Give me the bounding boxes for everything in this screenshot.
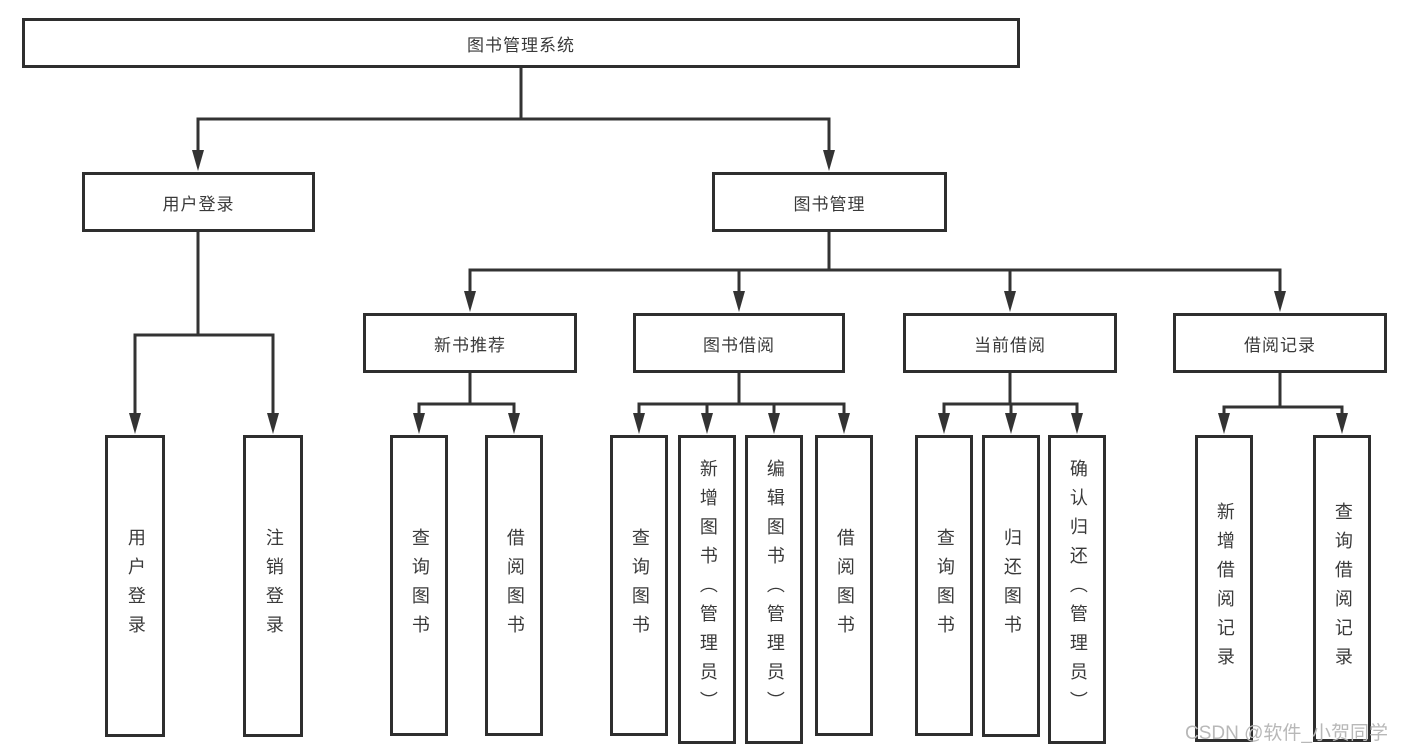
node-user-login-label: 用户登录 [162, 194, 235, 214]
leaf-user-login-label: 用户登录 [125, 528, 146, 644]
leaf-logout: 注销登录 [243, 435, 303, 737]
csdn-watermark: CSDN @软件_小贺同学 [1185, 723, 1388, 744]
leaf-bb-query-books: 查询图书 [610, 435, 668, 736]
leaf-bb-borrow-books-label: 借阅图书 [834, 527, 855, 644]
leaf-nb-borrow-books-label: 借阅图书 [504, 527, 525, 644]
leaf-br-query-record: 查询借阅记录 [1313, 435, 1371, 742]
leaf-bb-edit-books-label: 编辑图书（管理员） [764, 459, 785, 720]
leaf-cb-return-books-label: 归还图书 [1001, 528, 1022, 644]
leaf-cb-query-books-label: 查询图书 [934, 527, 955, 644]
node-root: 图书管理系统 [22, 18, 1020, 68]
node-current-borrow: 当前借阅 [903, 313, 1117, 373]
leaf-nb-query-books-label: 查询图书 [409, 527, 430, 644]
node-user-login: 用户登录 [82, 172, 315, 232]
node-new-books-label: 新书推荐 [434, 335, 506, 355]
node-current-borrow-label: 当前借阅 [974, 335, 1046, 355]
leaf-nb-borrow-books: 借阅图书 [485, 435, 543, 736]
leaf-cb-query-books: 查询图书 [915, 435, 973, 736]
leaf-logout-label: 注销登录 [263, 528, 284, 644]
leaf-bb-add-books-label: 新增图书（管理员） [697, 459, 718, 720]
leaf-user-login: 用户登录 [105, 435, 165, 737]
node-new-books: 新书推荐 [363, 313, 577, 373]
leaf-br-query-record-label: 查询借阅记录 [1332, 501, 1353, 676]
node-borrow-records: 借阅记录 [1173, 313, 1387, 373]
node-book-mgmt: 图书管理 [712, 172, 947, 232]
leaf-bb-borrow-books: 借阅图书 [815, 435, 873, 736]
leaf-br-add-record-label: 新增借阅记录 [1214, 501, 1235, 676]
leaf-br-add-record: 新增借阅记录 [1195, 435, 1253, 742]
node-book-borrow-label: 图书借阅 [703, 335, 775, 355]
node-book-mgmt-label: 图书管理 [793, 194, 866, 214]
node-book-borrow: 图书借阅 [633, 313, 845, 373]
leaf-cb-return-books: 归还图书 [982, 435, 1040, 737]
leaf-cb-confirm-return: 确认归还（管理员） [1048, 435, 1106, 744]
leaf-bb-add-books: 新增图书（管理员） [678, 435, 736, 744]
leaf-nb-query-books: 查询图书 [390, 435, 448, 736]
leaf-bb-query-books-label: 查询图书 [629, 527, 650, 644]
leaf-bb-edit-books: 编辑图书（管理员） [745, 435, 803, 744]
node-root-label: 图书管理系统 [467, 35, 575, 55]
leaf-cb-confirm-return-label: 确认归还（管理员） [1067, 459, 1088, 720]
node-borrow-records-label: 借阅记录 [1244, 335, 1316, 355]
